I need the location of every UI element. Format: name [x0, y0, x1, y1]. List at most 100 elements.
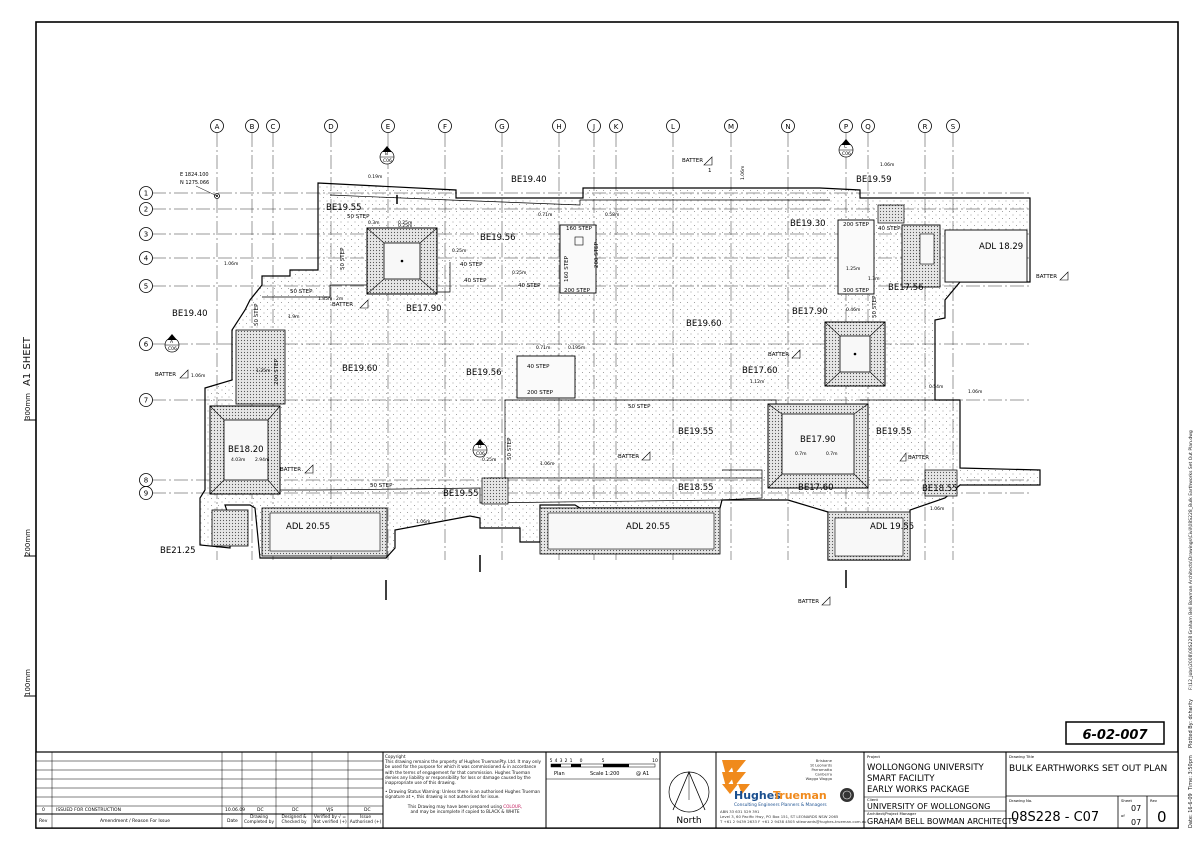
level-be1959: BE19.59 [856, 175, 892, 185]
sheet-number-box: 6-02-007 [1065, 721, 1165, 745]
section-markers: B C06 C C06 A C06 D C06 [164, 139, 854, 600]
client-name: UNIVERSITY OF WOLLONGONG [867, 802, 990, 811]
note-200-step-a: 200 STEP [564, 288, 591, 294]
level-be1790-b: BE17.90 [792, 307, 828, 317]
drawing-title: BULK EARTHWORKS SET OUT PLAN [1009, 764, 1167, 774]
grid-bubble-N [781, 119, 795, 133]
dim-046: 0.46m [846, 307, 860, 313]
header-date: Date [227, 818, 238, 824]
dim-106-e: 1.06m [930, 506, 944, 512]
grid-label-row-8: 8 [144, 477, 148, 485]
pit-adl1829 [944, 229, 1028, 283]
dim-07-a: 0.7m [795, 451, 807, 457]
note-200-step-c: 200 STEP [527, 390, 554, 396]
section-marker-d: D C06 [472, 439, 488, 458]
dim-071-a: 0.71m [538, 212, 552, 218]
grid-bubble-row-7 [139, 393, 153, 407]
header-completed: Drawing Completed by [243, 815, 275, 825]
coordinate-callout: E 1824.100 N 1275.066 [180, 172, 220, 199]
note-batter-b: BATTER [332, 302, 353, 308]
level-be1960-b: BE19.60 [342, 364, 378, 374]
scale-number: 3 [560, 758, 563, 764]
dim-106-g: 1.06m [880, 162, 894, 168]
section-marker-a: A C06 [164, 334, 180, 353]
plot-path: F:\12_Jobs\2008\08S228 Graham Bell Bowma… [1188, 430, 1194, 690]
svg-text:Canberra: Canberra [815, 773, 832, 777]
pit-h3 [559, 224, 597, 294]
firm-address: Level 3, 60 Pacific Hwy, PO Box 151, ST … [720, 814, 839, 819]
side-mark-300: 300mm [24, 393, 32, 420]
dim-106-f: 1.06m [968, 389, 982, 395]
grid-label-E: E [386, 123, 390, 131]
grid-label-Q: Q [865, 123, 871, 131]
grid-label-M: M [728, 123, 734, 131]
dim-13: 1.3m [868, 276, 880, 282]
firm-tagline: Consulting Engineers Planners & Managers [734, 802, 827, 808]
dim-0195: 0.195m [568, 345, 585, 351]
copyright-text: This drawing remains the property of Hug… [385, 759, 541, 786]
grid-bubble-K [609, 119, 623, 133]
pit-e4 [366, 227, 438, 295]
dim-106-c: 1.06m [540, 461, 554, 467]
pit-b8 [209, 405, 281, 495]
grid-label-D: D [328, 123, 333, 131]
side-margin: A1 SHEET 300mm 200mm 100mm Date: 16-6-09… [22, 336, 1194, 828]
note-40-step-b: 40 STEP [464, 278, 487, 284]
level-be1760-b: BE17.60 [798, 483, 834, 493]
grid-label-P: P [844, 123, 848, 131]
svg-text:B: B [385, 151, 388, 157]
dim-19: 1.9m [288, 314, 300, 320]
rev-header-cells: Drawing Completed by Designed & Checked … [243, 815, 381, 825]
level-be1955-right: BE19.55 [876, 427, 912, 437]
grid-bubble-L [666, 119, 680, 133]
level-be1955-mid: BE19.55 [678, 427, 714, 437]
dim-112: 1.12m [750, 379, 764, 385]
earthworks-plan [199, 182, 1041, 561]
coord-n: N 1275.066 [180, 180, 209, 186]
note-50-step-b: 50 STEP [290, 289, 313, 295]
header-amendment: Amendment / Reason For Issue [100, 818, 170, 824]
pit-g7 [516, 355, 576, 399]
dim-054: 0.54m [929, 384, 943, 390]
dim-106-b: 1.06m [191, 373, 205, 379]
pit-p6 [824, 321, 886, 387]
svg-text:A: A [170, 339, 174, 345]
level-be1955-top: BE19.55 [326, 203, 362, 213]
scale-number: 0 [580, 758, 583, 764]
sheet-note: A1 SHEET [22, 336, 33, 386]
batter-notes: BATTER BATTER BATTER BATTER BATTER BATTE… [155, 156, 1069, 606]
level-be2125: BE21.25 [160, 546, 196, 556]
svg-text:C06: C06 [476, 451, 485, 457]
note-40-step-e: 40 STEP [527, 364, 550, 370]
grid-bubble-M [724, 119, 738, 133]
grid-bubble-row-4 [139, 251, 153, 265]
revision-table [36, 752, 384, 828]
grid-bubble-G [495, 119, 509, 133]
dim-125-b: 1.25m [256, 368, 270, 374]
grid-label-row-6: 6 [144, 341, 149, 349]
grid-label-row-4: 4 [144, 255, 149, 263]
note-40-step-c: 40 STEP [518, 283, 541, 289]
pit-q4 [901, 224, 941, 288]
rev-value: 0 [1157, 808, 1167, 826]
note-40-step-d: 40 STEP [878, 226, 901, 232]
north-arrow: North [668, 770, 710, 826]
grid-label-G: G [499, 123, 504, 131]
level-be1930: BE19.30 [790, 219, 826, 229]
note-50-step-a: 50 STEP [347, 214, 370, 220]
grid-label-B: B [250, 123, 255, 131]
note-300-step: 300 STEP [843, 288, 870, 294]
scale-number: 2 [565, 758, 568, 764]
svg-text:D: D [478, 444, 482, 450]
grid-label-A: A [215, 123, 220, 131]
level-adl1955: ADL 19.55 [870, 522, 914, 532]
header-verified: Verified by √ = Not verified (+) [313, 815, 347, 825]
dimensions: 1.06m 1.06m 1.06m 1.06m 1.06m 1.06m 1.06… [191, 162, 982, 525]
level-adl2055-a: ADL 20.55 [286, 522, 330, 532]
level-be1956-a: BE19.56 [480, 233, 516, 243]
sheet-label: Sheet [1121, 798, 1132, 803]
grid-label-L: L [671, 123, 675, 131]
plot-date: Date: 16-6-09 [1188, 793, 1194, 828]
